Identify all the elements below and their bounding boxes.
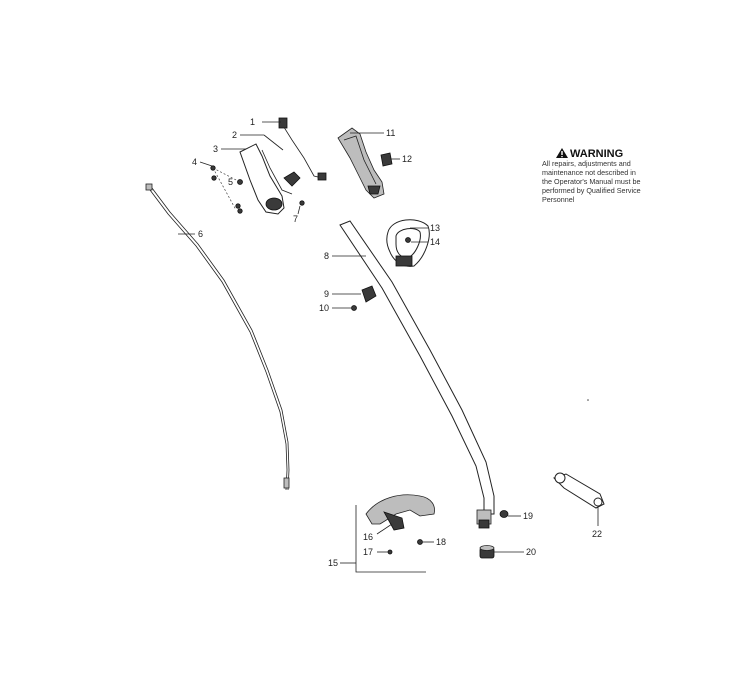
callout-3: 3 <box>213 144 246 154</box>
svg-text:3: 3 <box>213 144 218 154</box>
part-screw-10 <box>351 305 357 311</box>
callout-22: 22 <box>592 507 602 539</box>
part-spool-20 <box>479 545 495 559</box>
part-trigger-9 <box>361 285 377 303</box>
part-screw <box>235 203 241 209</box>
svg-text:19: 19 <box>523 511 533 521</box>
part-screw-14 <box>405 237 411 243</box>
part-clip-12 <box>380 152 393 167</box>
part-wrench-22 <box>553 472 605 509</box>
warning-block: WARNING All repairs, adjustments and mai… <box>542 148 641 204</box>
callout-18: 18 <box>423 537 446 547</box>
callout-7: 7 <box>293 205 301 224</box>
callout-10: 10 <box>319 303 351 313</box>
part-handle-housing <box>239 143 301 215</box>
warning-line: performed by Qualified Service <box>542 186 641 195</box>
callout-20: 20 <box>494 547 536 557</box>
callout-13: 13 <box>410 223 440 233</box>
part-screw-4 <box>210 165 217 181</box>
svg-text:10: 10 <box>319 303 329 313</box>
svg-text:18: 18 <box>436 537 446 547</box>
part-drive-shaft <box>339 220 495 529</box>
svg-text:12: 12 <box>402 154 412 164</box>
svg-text:1: 1 <box>250 117 255 127</box>
part-handle-loop <box>386 219 430 267</box>
callout-5: 5 <box>228 177 233 187</box>
svg-text:16: 16 <box>363 532 373 542</box>
callout-15: 15 <box>328 558 356 568</box>
svg-text:9: 9 <box>324 289 329 299</box>
part-throttle-cable <box>278 117 327 181</box>
part-rear-handle <box>337 127 385 199</box>
callout-9: 9 <box>324 289 361 299</box>
part-screw-5 <box>237 179 243 185</box>
svg-text:6: 6 <box>198 229 203 239</box>
callout-19: 19 <box>508 511 533 521</box>
part-screw-18 <box>417 539 423 545</box>
svg-text:2: 2 <box>232 130 237 140</box>
svg-text:15: 15 <box>328 558 338 568</box>
part-screw-7 <box>299 200 305 206</box>
part-dot <box>587 399 589 401</box>
warning-title: WARNING <box>570 148 623 160</box>
warning-icon <box>556 148 568 158</box>
warning-line: Personnel <box>542 195 575 204</box>
callout-16: 16 <box>363 523 393 542</box>
part-washer-19 <box>499 510 509 518</box>
callout-8: 8 <box>324 251 366 261</box>
callout-17: 17 <box>363 547 388 557</box>
callout-14: 14 <box>411 237 440 247</box>
part-screw <box>237 208 243 214</box>
svg-text:8: 8 <box>324 251 329 261</box>
callout-2: 2 <box>232 130 284 151</box>
callout-1: 1 <box>250 117 281 127</box>
svg-text:20: 20 <box>526 547 536 557</box>
svg-text:13: 13 <box>430 223 440 233</box>
svg-text:4: 4 <box>192 157 197 167</box>
svg-text:17: 17 <box>363 547 373 557</box>
svg-text:5: 5 <box>228 177 233 187</box>
warning-line: the Operator's Manual must be <box>542 177 640 186</box>
svg-text:7: 7 <box>293 214 298 224</box>
callout-11: 11 <box>350 128 395 138</box>
part-drive-cable <box>145 183 290 491</box>
warning-line: All repairs, adjustments and <box>542 159 631 168</box>
svg-text:14: 14 <box>430 237 440 247</box>
part-screw-17 <box>387 549 393 555</box>
warning-line: maintenance not described in <box>542 168 636 177</box>
svg-text:22: 22 <box>592 529 602 539</box>
callout-12: 12 <box>391 154 412 164</box>
part-guard-kit-frame <box>355 505 426 573</box>
svg-text:11: 11 <box>386 128 395 138</box>
callout-4: 4 <box>192 157 213 167</box>
callout-6: 6 <box>178 229 203 239</box>
part-guard <box>365 494 435 531</box>
